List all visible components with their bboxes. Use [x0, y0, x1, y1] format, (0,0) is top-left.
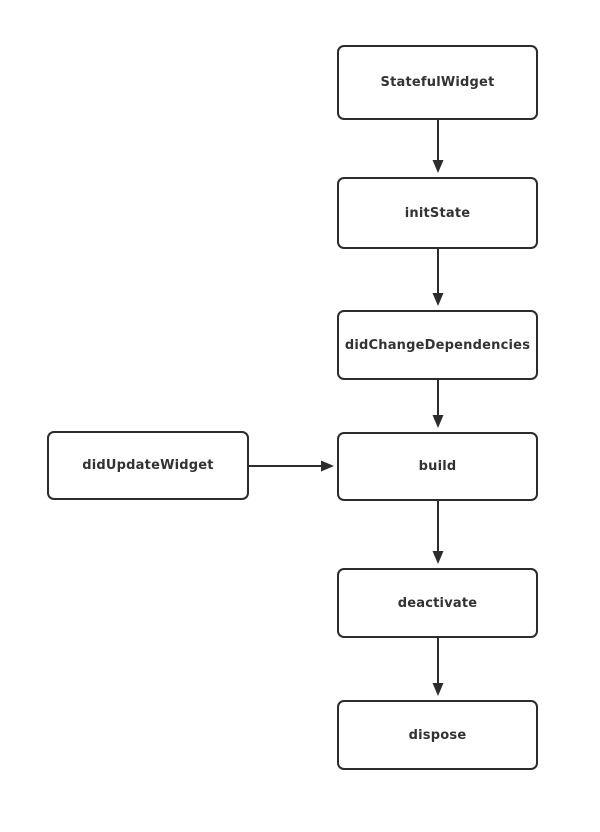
node-label-did-change-dependencies: didChangeDependencies [344, 337, 531, 353]
node-init-state[interactable]: initState [337, 177, 538, 249]
node-did-change-dependencies[interactable]: didChangeDependencies [337, 310, 538, 380]
node-label-did-update-widget: didUpdateWidget [82, 458, 214, 473]
node-label-deactivate: deactivate [397, 595, 478, 611]
node-build[interactable]: build [337, 432, 538, 501]
node-dispose[interactable]: dispose [337, 700, 538, 770]
node-label-dispose: dispose [408, 727, 467, 743]
node-did-update-widget[interactable]: didUpdateWidget [47, 431, 249, 500]
edge-didupdate-to-build [249, 460, 334, 472]
edge-build-to-deactivate [432, 501, 444, 564]
node-deactivate[interactable]: deactivate [337, 568, 538, 638]
edge-initstate-to-didchange [432, 249, 444, 306]
node-stateful-widget[interactable]: StatefulWidget [337, 45, 538, 120]
edge-didchange-to-build [432, 380, 444, 428]
edge-stateful-to-initstate [432, 120, 444, 173]
node-label-stateful-widget: StatefulWidget [380, 75, 495, 90]
edge-deactivate-to-dispose [432, 638, 444, 696]
node-label-init-state: initState [404, 205, 471, 221]
node-label-build: build [418, 459, 457, 474]
